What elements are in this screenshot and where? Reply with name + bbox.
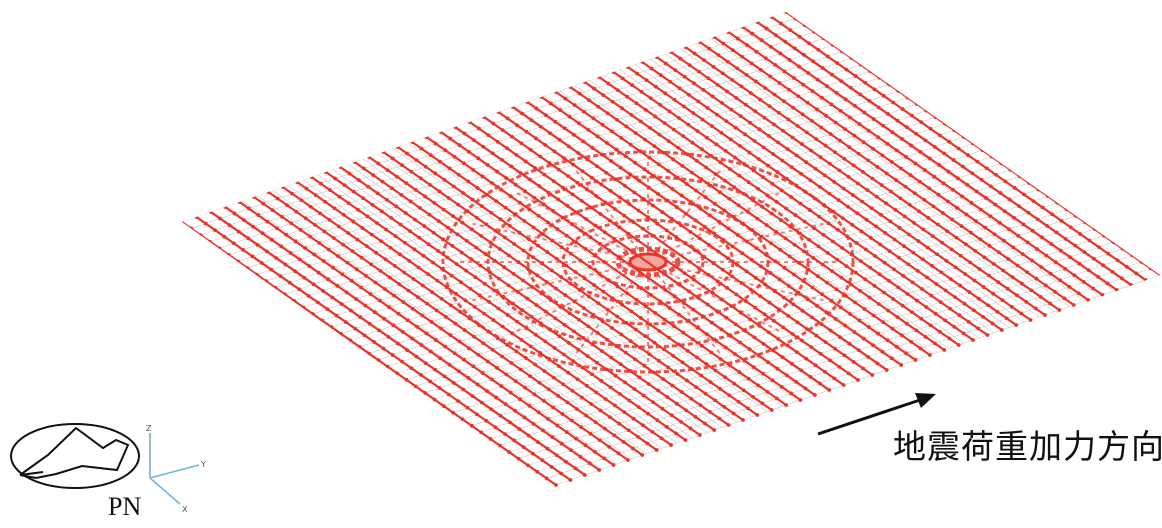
mesh-plate — [182, 12, 1160, 487]
load-direction-arrow-icon — [817, 393, 936, 436]
force-vectors — [182, 12, 1160, 487]
orientation-compass-icon — [10, 423, 140, 489]
axis-x-label: X — [182, 505, 188, 514]
axis-y-label: Y — [200, 460, 206, 469]
radial-vectors — [441, 150, 855, 374]
axis-triad-icon: Z Y X — [146, 424, 206, 514]
axis-z-label: Z — [146, 424, 152, 433]
orientation-label: PN — [108, 492, 142, 521]
load-direction-caption: 地震荷重加力方向 — [893, 427, 1162, 466]
